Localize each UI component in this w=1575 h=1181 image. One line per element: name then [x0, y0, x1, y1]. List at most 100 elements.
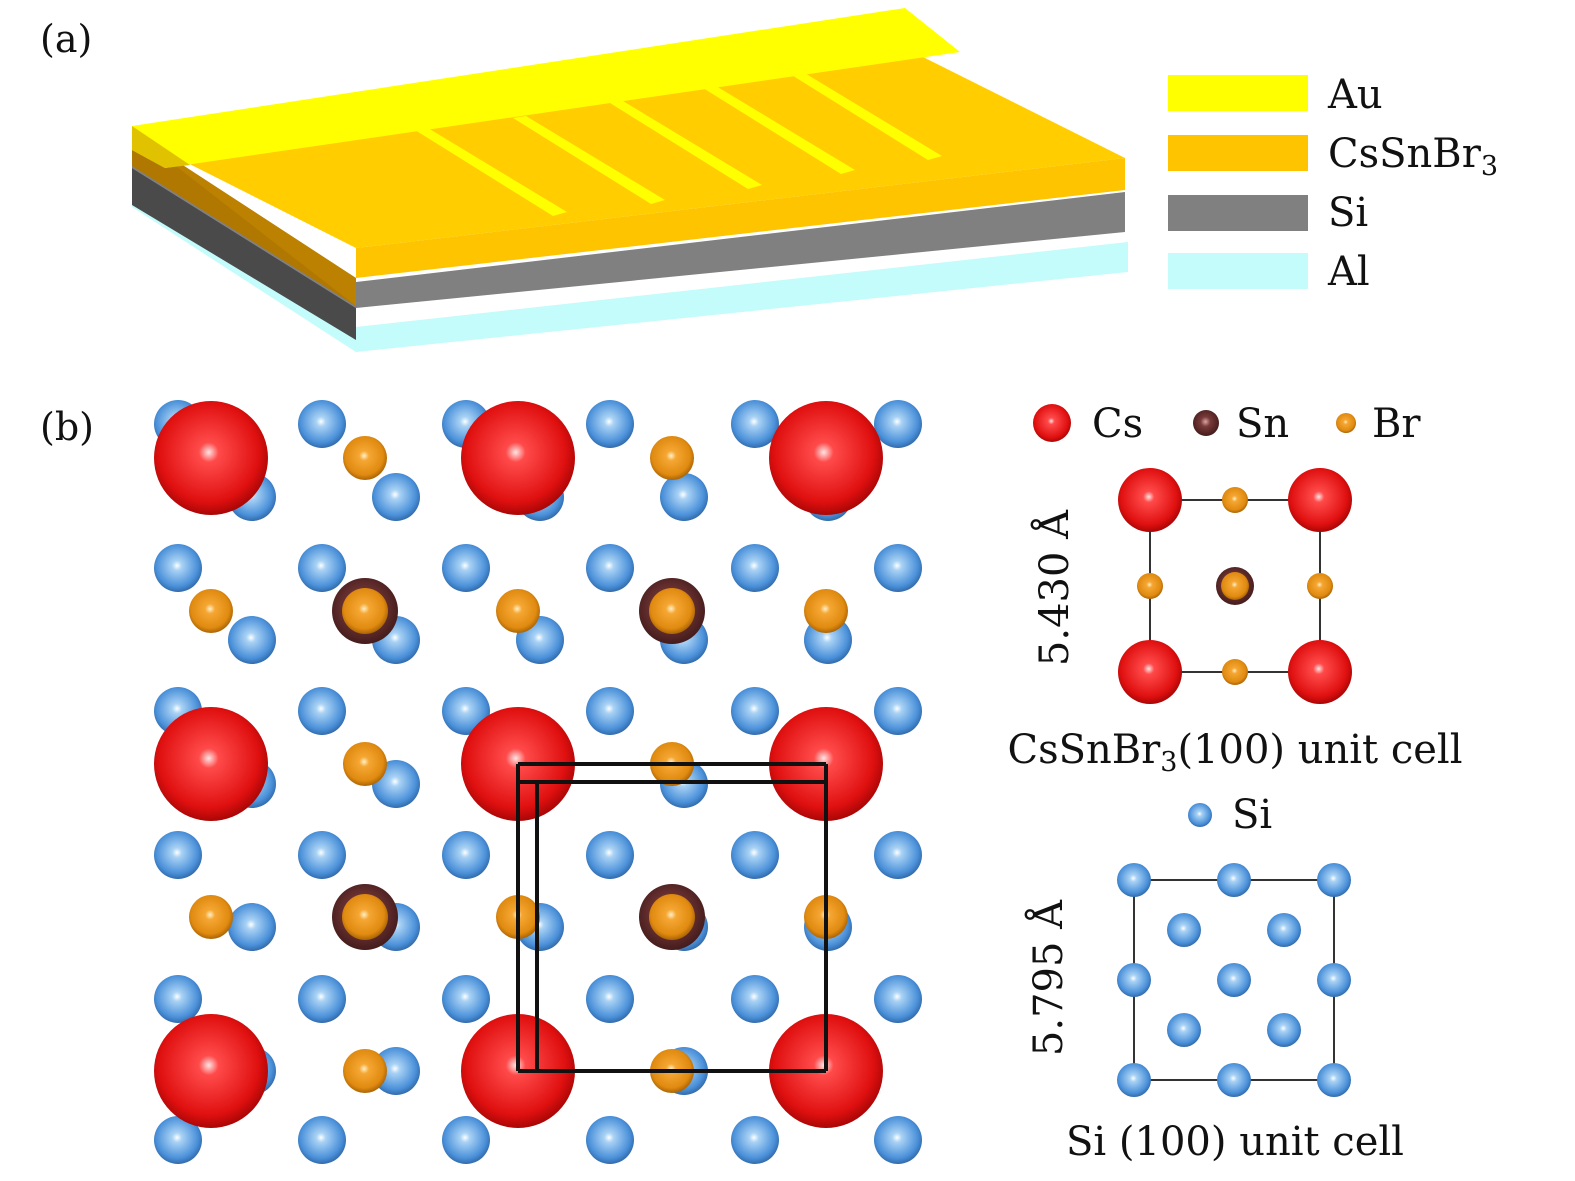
au-finger	[703, 86, 855, 174]
atom-si	[874, 1116, 922, 1164]
atom-br	[189, 589, 233, 633]
atom-si	[660, 473, 708, 521]
legend-item-cssnbr3: CsSnBr3	[1168, 131, 1498, 182]
si-layer-side	[132, 168, 356, 340]
atom-si	[372, 473, 420, 521]
atom-si	[731, 975, 779, 1023]
si-unit-cell: 5.795 Å Si (100) unit cell	[1025, 863, 1404, 1165]
legend-swatch-au	[1168, 75, 1308, 111]
atom-cs	[154, 707, 268, 821]
legend-atom-si	[1188, 803, 1212, 827]
cssnbr3-cell-dimension: 5.430 Å	[1031, 509, 1078, 666]
atom-si	[586, 687, 634, 735]
atom-br	[343, 1049, 387, 1093]
atom-br	[343, 742, 387, 786]
atom-si	[1167, 913, 1201, 947]
atom-si	[1117, 963, 1151, 997]
atom-si	[1267, 913, 1301, 947]
atom-si	[731, 544, 779, 592]
legend-label-cs: Cs	[1092, 401, 1143, 447]
al-layer-side	[132, 188, 1128, 352]
atom-si	[586, 400, 634, 448]
atom-si	[874, 975, 922, 1023]
si-cell-caption: Si (100) unit cell	[1066, 1119, 1404, 1165]
atom-si	[442, 975, 490, 1023]
atom-si	[298, 831, 346, 879]
si-cell-dimension: 5.795 Å	[1025, 899, 1072, 1056]
legend-label-cssnbr3: CsSnBr3	[1328, 131, 1498, 182]
layer-legend: Au CsSnBr3 Si Al	[1168, 72, 1498, 295]
cssnbr3-layer-top	[132, 48, 1125, 248]
atom-si	[442, 687, 490, 735]
au-contact-bar	[132, 8, 960, 168]
atom-si	[874, 544, 922, 592]
legend-label-br: Br	[1372, 401, 1421, 447]
atom-cs	[1118, 468, 1182, 532]
atom-si	[1317, 963, 1351, 997]
legend-label-sn: Sn	[1236, 401, 1289, 447]
atom-br	[342, 588, 388, 634]
legend-item-si: Si	[1168, 190, 1368, 236]
panel-b-label: (b)	[40, 405, 94, 449]
legend-item-al: Al	[1168, 249, 1370, 295]
legend-label-al: Al	[1327, 249, 1370, 295]
atom-br	[649, 894, 695, 940]
legend-swatch-cssnbr3	[1168, 135, 1308, 171]
atom-si	[731, 831, 779, 879]
atom-si	[1117, 1063, 1151, 1097]
atom-si	[874, 687, 922, 735]
atom-cs	[154, 1014, 268, 1128]
atom-si	[731, 400, 779, 448]
atom-si	[586, 975, 634, 1023]
atom-br	[1222, 659, 1248, 685]
atom-si	[586, 1116, 634, 1164]
atom-si	[154, 544, 202, 592]
atom-br	[650, 436, 694, 480]
atom-br	[189, 895, 233, 939]
atom-si	[1217, 963, 1251, 997]
atom-br	[496, 589, 540, 633]
atom-si	[442, 831, 490, 879]
atom-si	[1117, 863, 1151, 897]
atom-cs	[1288, 640, 1352, 704]
si-layer-front	[132, 150, 1125, 308]
legend-label-si: Si	[1328, 190, 1368, 236]
atom-br	[1137, 573, 1163, 599]
atom-si	[298, 1116, 346, 1164]
legend-atom-sn	[1193, 410, 1219, 436]
atom-si	[228, 903, 276, 951]
atom-si	[298, 544, 346, 592]
legend-atom-br	[1336, 413, 1356, 433]
atom-br	[804, 589, 848, 633]
atom-si	[298, 975, 346, 1023]
atom-si	[372, 1047, 420, 1095]
au-finger	[415, 128, 567, 216]
atom-cs	[461, 401, 575, 515]
atom-si	[1317, 863, 1351, 897]
atom-cs	[1118, 640, 1182, 704]
legend-label-si-atom: Si	[1232, 792, 1272, 838]
atom-br	[342, 894, 388, 940]
atom-br	[649, 588, 695, 634]
atom-cs	[154, 401, 268, 515]
atom-si	[442, 544, 490, 592]
legend-swatch-al	[1168, 253, 1308, 289]
device-stack-illustration	[132, 8, 1128, 352]
atom-si	[298, 400, 346, 448]
atom-si	[154, 831, 202, 879]
legend-item-au: Au	[1168, 72, 1383, 118]
atom-br	[1307, 573, 1333, 599]
atom-br	[1222, 487, 1248, 513]
atom-si	[874, 400, 922, 448]
atom-si	[154, 1116, 202, 1164]
atom-si	[1217, 1063, 1251, 1097]
atom-si	[731, 1116, 779, 1164]
atom-si	[1317, 1063, 1351, 1097]
atom-si	[154, 975, 202, 1023]
cssnbr3-layer-front	[356, 158, 1125, 278]
atom-si	[228, 616, 276, 664]
cssnbr3-cell-caption: CsSnBr3(100) unit cell	[1007, 727, 1462, 778]
atom-cs	[1288, 468, 1352, 532]
atom-br	[1221, 572, 1249, 600]
atom-si	[1267, 1013, 1301, 1047]
